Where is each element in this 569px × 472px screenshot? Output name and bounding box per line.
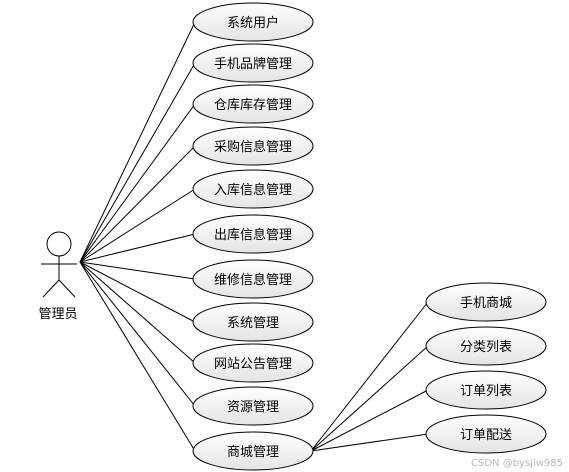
use-case-3: 仓库库存管理	[192, 84, 314, 124]
use-case-9-label: 网站公告管理	[214, 357, 292, 372]
sub-use-case-4-shape	[425, 414, 547, 454]
use-case-7: 维修信息管理	[192, 259, 314, 299]
association-line	[79, 233, 196, 263]
use-case-ovals: 系统用户手机品牌管理仓库库存管理采购信息管理入库信息管理出库信息管理维修信息管理…	[192, 2, 547, 471]
use-case-6-shape	[192, 214, 314, 254]
association-line	[79, 21, 196, 263]
association-line	[79, 62, 196, 263]
use-case-3-shape	[192, 84, 314, 124]
actor-leg-left	[42, 279, 60, 298]
sub-use-case-2: 分类列表	[425, 326, 547, 366]
use-case-6-label: 出库信息管理	[214, 227, 292, 243]
use-case-7-shape	[192, 259, 314, 299]
sub-use-case-4: 订单配送	[425, 414, 547, 454]
sub-use-case-3: 订单列表	[425, 370, 547, 410]
use-case-6: 出库信息管理	[192, 214, 314, 254]
use-case-2-label: 手机品牌管理	[214, 56, 292, 72]
use-case-9: 网站公告管理	[192, 343, 314, 383]
association-line	[79, 103, 196, 263]
association-line	[79, 261, 196, 323]
use-case-11-shape	[192, 431, 314, 471]
use-case-10: 资源管理	[192, 386, 314, 426]
sub-use-case-3-label: 订单列表	[460, 384, 512, 399]
use-case-8-label: 系统管理	[227, 316, 279, 331]
actor-leg-right	[58, 279, 76, 298]
actor-figure	[41, 231, 77, 298]
association-line	[79, 145, 196, 263]
use-case-2-shape	[192, 43, 314, 83]
association-line	[79, 261, 196, 452]
use-case-1: 系统用户	[192, 2, 314, 42]
sub-use-case-1-shape	[425, 282, 547, 322]
sub-use-case-2-label: 分类列表	[460, 340, 512, 355]
sub-use-case-1: 手机商城	[425, 282, 547, 322]
association-line	[79, 261, 196, 364]
association-line	[79, 188, 196, 263]
association-line	[79, 261, 196, 407]
use-case-5: 入库信息管理	[192, 169, 314, 209]
actor-head	[46, 231, 72, 257]
use-case-5-shape	[192, 169, 314, 209]
use-case-3-label: 仓库库存管理	[214, 97, 292, 113]
sub-use-case-3-shape	[425, 370, 547, 410]
association-line	[79, 261, 196, 280]
actor-label: 管理员	[38, 307, 77, 322]
sub-use-case-4-label: 订单配送	[460, 428, 512, 443]
watermark: CSDN @bysjlw985	[471, 458, 563, 469]
use-case-10-shape	[192, 386, 314, 426]
association-lines	[79, 21, 429, 452]
sub-association-line	[310, 301, 429, 452]
use-case-7-label: 维修信息管理	[214, 272, 292, 288]
use-case-1-shape	[192, 2, 314, 42]
use-case-10-label: 资源管理	[227, 400, 279, 415]
use-case-8-shape	[192, 302, 314, 342]
use-case-9-shape	[192, 343, 314, 383]
use-case-2: 手机品牌管理	[192, 43, 314, 83]
use-case-1-label: 系统用户	[227, 15, 279, 31]
sub-use-case-1-label: 手机商城	[460, 296, 512, 311]
use-case-11: 商城管理	[192, 431, 314, 471]
sub-association-line	[310, 433, 429, 452]
sub-association-line	[310, 345, 429, 452]
use-case-4-shape	[192, 126, 314, 166]
sub-use-case-2-shape	[425, 326, 547, 366]
sub-association-line	[310, 389, 429, 452]
use-case-11-label: 商城管理	[227, 445, 279, 460]
use-case-4: 采购信息管理	[192, 126, 314, 166]
use-case-8: 系统管理	[192, 302, 314, 342]
use-case-5-label: 入库信息管理	[214, 182, 292, 198]
use-case-4-label: 采购信息管理	[214, 139, 292, 155]
